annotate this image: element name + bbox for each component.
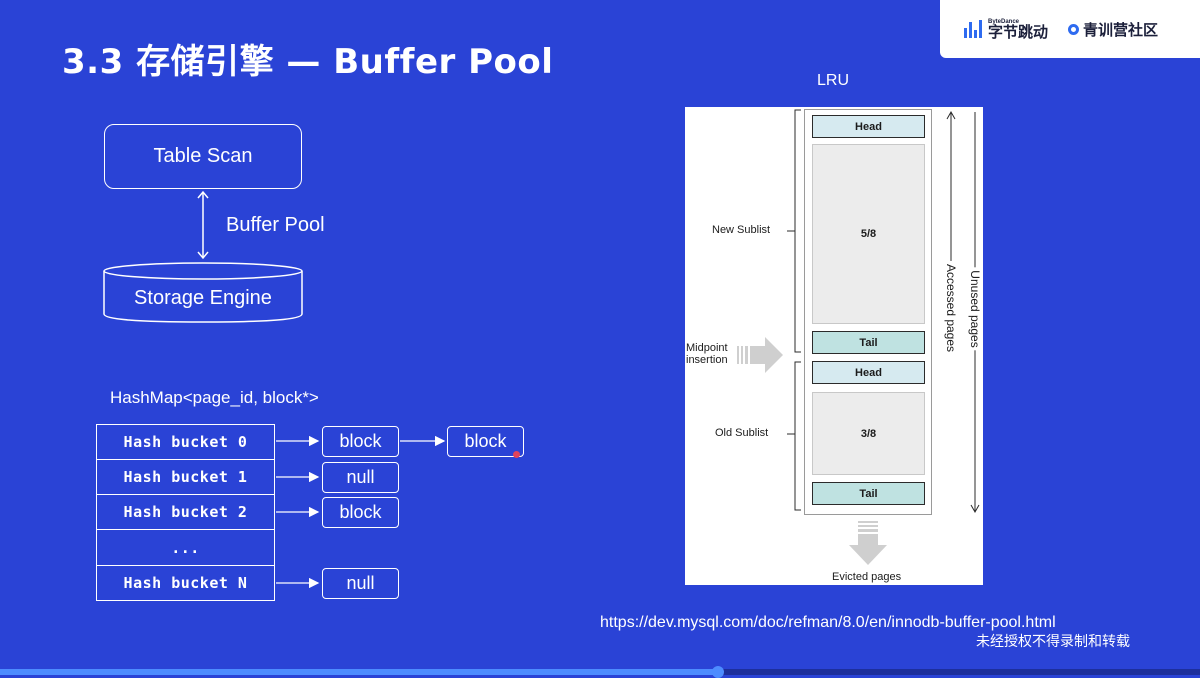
midpoint-label: Midpoint xyxy=(686,342,728,354)
source-link[interactable]: https://dev.mysql.com/doc/refman/8.0/en/… xyxy=(600,614,1056,631)
accessed-pages-label: Accessed pages xyxy=(944,260,958,356)
storage-engine-label: Storage Engine xyxy=(134,287,272,309)
buffer-pool-arrow xyxy=(197,190,209,260)
block-node-label: block xyxy=(464,431,507,451)
bytedance-text: 字节跳动 xyxy=(988,22,1049,41)
bytedance-small-text: ByteDance xyxy=(988,18,1020,25)
copyright-notice: 未经授权不得录制和转载 xyxy=(976,634,1130,650)
hash-bucket-2-label: Hash bucket 2 xyxy=(123,503,248,521)
community-text: 青训营社区 xyxy=(1083,20,1159,39)
block-node: block xyxy=(322,426,399,457)
table-scan-box: Table Scan xyxy=(104,124,302,189)
bytedance-logo-icon xyxy=(964,20,982,38)
new-sublist-label: New Sublist xyxy=(712,224,771,236)
hashmap-title: HashMap<page_id, block*> xyxy=(110,388,319,407)
progress-handle[interactable] xyxy=(712,666,724,678)
null-node: null xyxy=(322,462,399,493)
slide-title: 3.3 存储引擎 — Buffer Pool xyxy=(62,42,554,82)
lru-brackets xyxy=(787,109,980,514)
block-node: block xyxy=(447,426,524,457)
community-logo-icon xyxy=(1068,23,1080,35)
hash-bucket-n-label: Hash bucket N xyxy=(123,574,248,592)
table-scan-label: Table Scan xyxy=(153,145,253,167)
block-node-label: block xyxy=(339,431,382,451)
evicted-pages-label: Evicted pages xyxy=(832,571,902,583)
evicted-arrow-icon xyxy=(849,521,887,565)
hash-bucket-n: Hash bucket N xyxy=(96,565,275,601)
brand-logo: ByteDance 字节跳动 青训营社区 xyxy=(940,0,1200,58)
hash-bucket-1-label: Hash bucket 1 xyxy=(123,468,248,486)
progress-fill xyxy=(0,669,720,675)
hash-bucket-ellipsis-label: ... xyxy=(171,538,200,557)
storage-engine-cylinder xyxy=(103,262,303,323)
null-node-label: null xyxy=(346,467,375,487)
old-head-segment: Head xyxy=(812,361,925,384)
unused-pages-label: Unused pages xyxy=(968,267,982,351)
old-tail-segment: Tail xyxy=(812,482,925,505)
lru-title: LRU xyxy=(817,72,850,89)
new-head-segment: Head xyxy=(812,115,925,138)
block-node-label: block xyxy=(339,502,382,522)
old-sublist-label: Old Sublist xyxy=(715,427,769,439)
midpoint-insertion-arrow-icon xyxy=(737,337,783,373)
new-body-segment: 5/8 xyxy=(812,144,925,324)
buffer-pool-label: Buffer Pool xyxy=(226,214,325,236)
progress-bar[interactable] xyxy=(0,666,1200,678)
old-body-segment: 3/8 xyxy=(812,392,925,475)
cursor-dot xyxy=(513,451,520,458)
lru-diagram: Head 5/8 Tail Head 3/8 Tail New Sublist … xyxy=(685,107,983,585)
null-node-label: null xyxy=(346,573,375,593)
hash-bucket-0-label: Hash bucket 0 xyxy=(123,433,248,451)
new-tail-segment: Tail xyxy=(812,331,925,354)
null-node: null xyxy=(322,568,399,599)
block-node: block xyxy=(322,497,399,528)
lru-frame xyxy=(804,109,932,515)
insertion-label: insertion xyxy=(686,354,728,366)
